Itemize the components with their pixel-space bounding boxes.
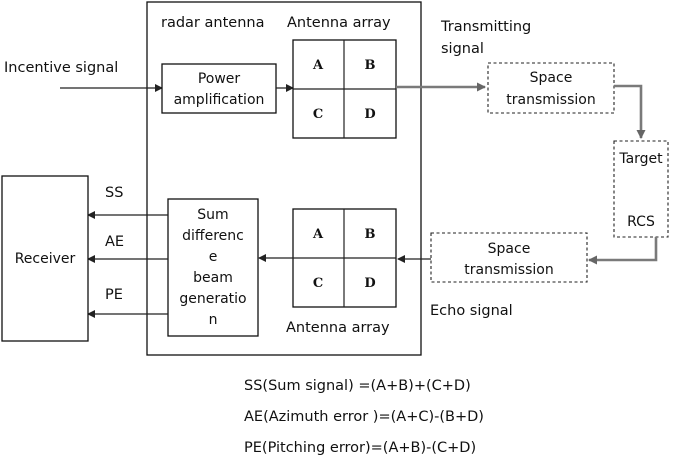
- quadrant-c-bottom: C: [313, 276, 323, 291]
- quadrant-b-top: B: [365, 58, 376, 73]
- space-transmission-top-box: [487, 62, 615, 114]
- sumdiff-line-1: Sum: [197, 207, 228, 223]
- transmitting-signal-line-1: Transmitting: [440, 19, 531, 35]
- target-to-echo-arrow: [588, 237, 658, 265]
- formula-ss: SS(Sum signal) =(A+B)+(C+D): [244, 378, 471, 394]
- sumdiff-line-6: n: [209, 312, 218, 328]
- antenna-array-top-label: Antenna array: [287, 15, 391, 31]
- target-box: [613, 140, 669, 238]
- formula-ae: AE(Azimuth error )=(A+C)-(B+D): [244, 409, 484, 425]
- sumdiff-line-4: beam: [193, 270, 233, 286]
- sumdiff-line-3: e: [209, 249, 218, 265]
- ae-label: AE: [105, 234, 124, 250]
- target-label: Target: [618, 151, 663, 167]
- space-tx-bottom-line-1: Space: [488, 241, 531, 257]
- formula-pe: PE(Pitching error)=(A+B)-(C+D): [244, 440, 476, 456]
- antenna-array-bottom-label: Antenna array: [286, 320, 390, 336]
- receiver-label: Receiver: [15, 251, 76, 267]
- antenna-array-bottom: A B C D: [292, 208, 397, 308]
- rcs-label: RCS: [627, 214, 655, 230]
- sumdiff-line-2: differenc: [182, 228, 244, 244]
- antenna-array-top: A B C D: [292, 39, 397, 139]
- ss-label: SS: [105, 185, 123, 201]
- sumdiff-line-5: generatio: [179, 291, 246, 307]
- power-amp-line-2: amplification: [174, 92, 265, 108]
- pe-label: PE: [105, 287, 123, 303]
- radar-antenna-label: radar antenna: [161, 15, 264, 31]
- sum-difference-box: [167, 198, 259, 337]
- quadrant-d-bottom: D: [364, 276, 375, 291]
- echo-signal-label: Echo signal: [430, 303, 513, 319]
- transmitting-signal-line-2: signal: [441, 41, 484, 57]
- receiver-box: [1, 175, 89, 342]
- power-amplification-box: [161, 63, 277, 114]
- quadrant-b-bottom: B: [365, 227, 376, 242]
- quadrant-d-top: D: [364, 107, 375, 122]
- power-amp-line-1: Power: [198, 71, 241, 87]
- space-tx-top-line-1: Space: [530, 70, 573, 86]
- space-tx-bottom-line-2: transmission: [464, 262, 553, 278]
- quadrant-c-top: C: [313, 107, 323, 122]
- quadrant-a-top: A: [312, 58, 324, 73]
- space-tx-top-line-2: transmission: [506, 92, 595, 108]
- incentive-signal-label: Incentive signal: [4, 60, 118, 76]
- quadrant-a-bottom: A: [312, 227, 324, 242]
- space-transmission-bottom-box: [430, 232, 588, 283]
- space-to-target-arrow: [614, 84, 646, 139]
